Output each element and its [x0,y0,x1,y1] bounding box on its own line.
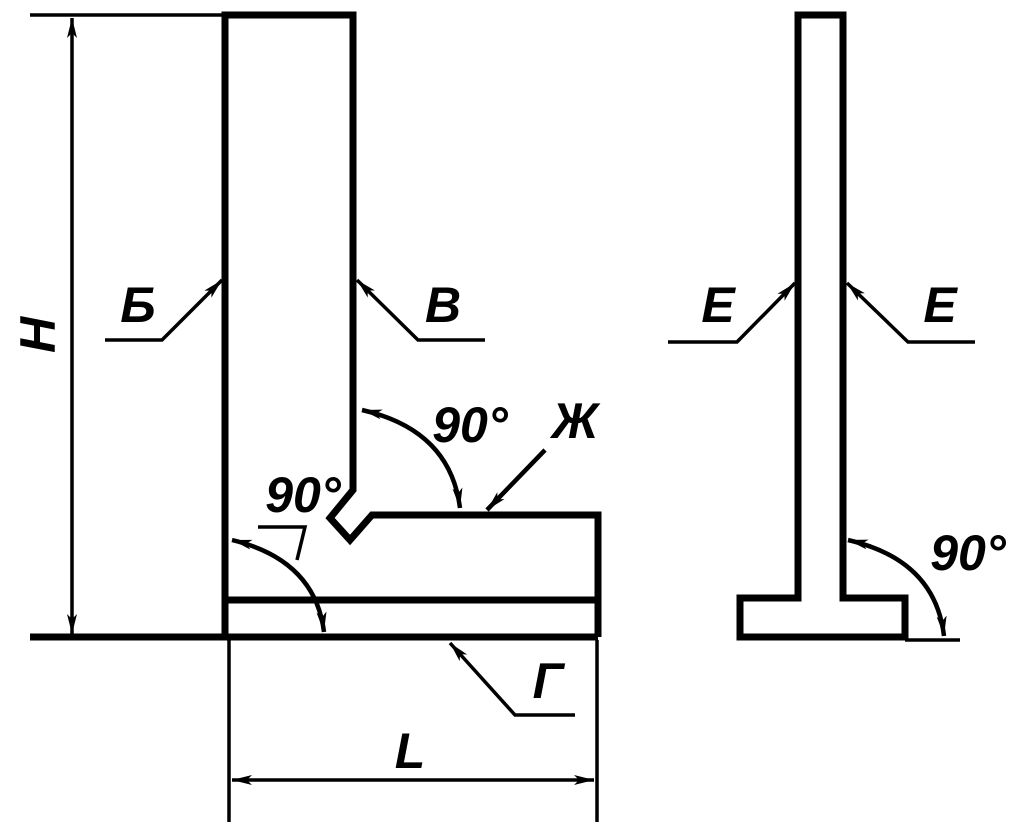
height-dimension: H [10,13,225,634]
length-label: L [395,723,426,779]
angle-top: 90° [361,397,509,509]
surface-zh-label: Ж [549,393,601,449]
leader-g: Г [448,641,575,717]
leader-e-left: Е [668,277,797,344]
leader-b: Б [105,277,224,342]
square-tool-front-view [30,11,602,641]
t-section-outline [736,11,909,641]
angle-left-label: 90° [265,467,342,523]
angle-right-label: 90° [930,525,1007,581]
angle-top-label: 90° [432,397,509,453]
angle-right: 90° [847,525,1007,637]
surface-b-label: Б [120,277,155,333]
length-dimension: L [227,640,599,822]
blade-outline [221,11,602,637]
height-label: H [10,316,66,353]
surface-e-left-label: Е [701,277,736,333]
leader-v: В [355,277,485,342]
leader-zh: Ж [485,393,601,512]
angle-left: 90° [231,467,342,633]
surface-e-right-label: Е [923,277,958,333]
leader-e-right: Е [845,277,975,344]
surface-g-label: Г [533,653,566,709]
surface-v-label: В [425,277,461,333]
